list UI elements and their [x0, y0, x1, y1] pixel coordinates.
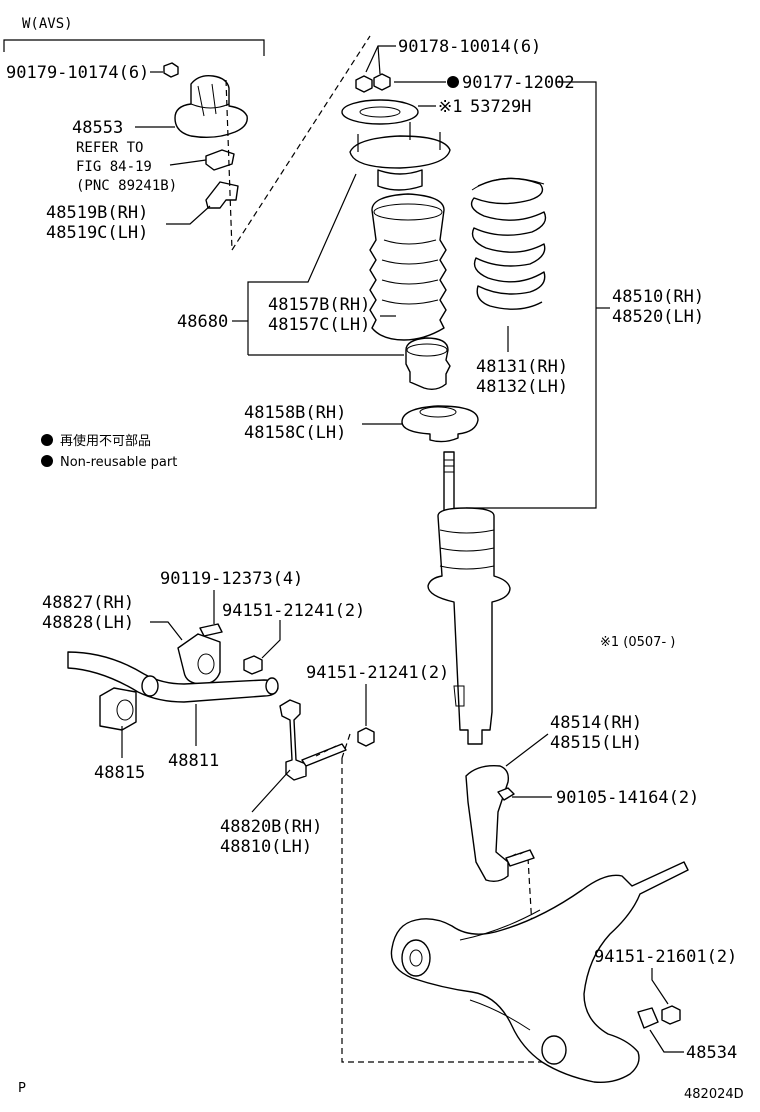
lower-arm-group: 94151-21601(2) 48534 [390, 861, 737, 1084]
label-48820b[interactable]: 48820B(RH) [220, 817, 322, 837]
nut-94151-c-icon [661, 1005, 681, 1025]
non-reusable-marker-icon [447, 76, 459, 88]
legend-jp: 再使用不可部品 [60, 433, 151, 449]
label-48158b[interactable]: 48158B(RH) [244, 403, 346, 423]
label-48132[interactable]: 48132(LH) [476, 377, 568, 397]
legend-marker-icon [41, 434, 53, 446]
nut-90179-icon [163, 62, 179, 78]
stabilizer-link-group: 94151-21241(2) 48820B(RH) 48810(LH) [220, 663, 449, 857]
washer-53729-icon [341, 99, 419, 125]
label-94151-21241-b[interactable]: 94151-21241(2) [306, 663, 449, 683]
corner-mark: P [18, 1081, 26, 1096]
label-90105-14164[interactable]: 90105-14164(2) [556, 788, 699, 808]
dust-boot-group [369, 193, 451, 391]
label-48553[interactable]: 48553 [72, 118, 123, 138]
stabilizer-link-icon [279, 699, 307, 781]
label-94151-21601[interactable]: 94151-21601(2) [594, 947, 737, 967]
bolt-90119-icon [199, 623, 223, 637]
nut-90178-b-icon [373, 73, 391, 91]
dust-boot-48157-icon [369, 193, 447, 341]
bolt-90105-icon [497, 787, 515, 801]
label-48827[interactable]: 48827(RH) [42, 593, 134, 613]
spring-seat-48158-icon [401, 405, 479, 443]
label-48510[interactable]: 48510(RH) [612, 287, 704, 307]
label-48131[interactable]: 48131(RH) [476, 357, 568, 377]
coil-spring-group [470, 177, 547, 310]
lower-control-arm-icon [390, 861, 689, 1084]
label-48810[interactable]: 48810(LH) [220, 837, 312, 857]
stabilizer-group: 90119-12373(4) 48827(RH) 48828(LH) 94151… [42, 569, 365, 783]
label-94151-21241-a[interactable]: 94151-21241(2) [222, 601, 365, 621]
legend: 再使用不可部品 Non-reusable part [41, 433, 177, 470]
label-53729-mark: ※1 [438, 97, 462, 117]
coil-spring-icon [470, 177, 547, 310]
mount-bracket-group: 90179-10174(6) 48553 REFER TO FIG 84-19 … [6, 62, 248, 251]
bushing-48815-icon [99, 687, 137, 731]
label-48519b[interactable]: 48519B(RH) [46, 203, 148, 223]
label-90177-12002[interactable]: 90177-12002 [462, 73, 575, 93]
nut-90178-a-icon [355, 75, 373, 93]
clip-icon [205, 149, 235, 171]
label-90178-10014[interactable]: 90178-10014(6) [398, 37, 541, 57]
nut-94151-a-icon [243, 655, 263, 675]
legend-marker-2-icon [41, 455, 53, 467]
legend-en: Non-reusable part [60, 455, 177, 470]
bracket-48534-icon [637, 1007, 659, 1029]
upper-strut-hardware: 90178-10014(6) 90177-12002 ※1 53729H [341, 37, 575, 191]
shock-body-icon [427, 507, 511, 745]
label-48534[interactable]: 48534 [686, 1043, 737, 1063]
label-48157c[interactable]: 48157C(LH) [268, 315, 370, 335]
label-48157b[interactable]: 48157B(RH) [268, 295, 370, 315]
strut-support-icon [349, 135, 451, 169]
figure-reference: 482024D [684, 1087, 744, 1102]
label-48514[interactable]: 48514(RH) [550, 713, 642, 733]
label-48680[interactable]: 48680 [177, 312, 228, 332]
label-53729h[interactable]: 53729H [470, 97, 531, 117]
label-48519c[interactable]: 48519C(LH) [46, 223, 148, 243]
knuckle-arm-group: 48514(RH) 48515(LH) 90105-14164(2) [465, 713, 699, 883]
label-48828[interactable]: 48828(LH) [42, 613, 134, 633]
label-48515[interactable]: 48515(LH) [550, 733, 642, 753]
refer-line-1: REFER TO [76, 140, 143, 156]
shock-absorber-group [427, 451, 511, 745]
refer-line-2[interactable]: FIG 84-19 [76, 159, 152, 175]
mount-48553-icon [174, 74, 248, 139]
knuckle-arm-icon [465, 765, 510, 883]
bracket-48519-icon [205, 181, 239, 209]
variant-group: W(AVS) [3, 16, 265, 56]
label-48815[interactable]: 48815 [94, 763, 145, 783]
production-note: ※1 (0507- ) [600, 635, 675, 650]
label-48811[interactable]: 48811 [168, 751, 219, 771]
label-48520[interactable]: 48520(LH) [612, 307, 704, 327]
piston-rod-icon [443, 451, 455, 513]
variant-label: W(AVS) [22, 16, 73, 32]
label-48158c[interactable]: 48158C(LH) [244, 423, 346, 443]
bump-stopper-icon [405, 337, 451, 391]
label-90179-10174[interactable]: 90179-10174(6) [6, 63, 149, 83]
label-90119-12373[interactable]: 90119-12373(4) [160, 569, 303, 589]
nut-94151-b-icon [357, 727, 375, 747]
refer-line-3[interactable]: (PNC 89241B) [76, 178, 177, 194]
